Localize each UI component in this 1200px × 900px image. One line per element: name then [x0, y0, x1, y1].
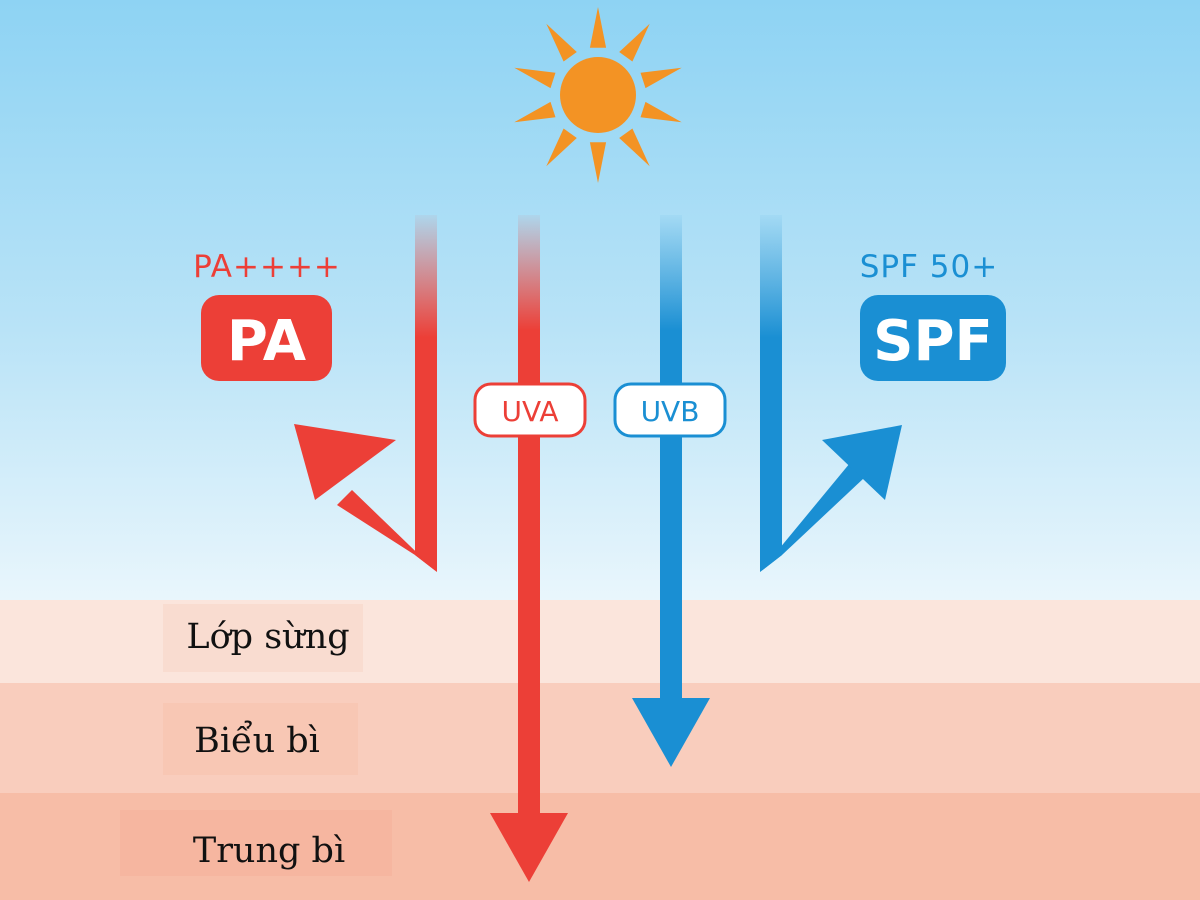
layer-label-corneum-text: Lớp sừng	[186, 617, 349, 657]
layer-label-dermis-text: Trung bì	[193, 831, 345, 871]
uva-penetrating-arrow	[490, 215, 568, 882]
layer-label-dermis: Trung bì	[120, 810, 392, 876]
sun-ray	[619, 23, 650, 62]
uva-label-pill: UVA	[473, 382, 587, 438]
layer-label-corneum: Lớp sừng	[163, 604, 363, 672]
layer-label-epidermis-text: Biểu bì	[194, 719, 320, 761]
uvb-penetrating-arrow	[632, 215, 710, 767]
uvb-label: UVB	[641, 395, 700, 428]
layer-label-epidermis: Biểu bì	[163, 703, 358, 775]
pa-badge: PA	[201, 295, 332, 381]
pa-badge-text: PA	[227, 309, 307, 374]
uvb-reflected-arrow	[760, 215, 902, 572]
spf-badge-text: SPF	[873, 309, 993, 374]
uva-label: UVA	[501, 395, 558, 428]
sun-ray	[619, 128, 650, 167]
sun-ray	[546, 23, 577, 62]
sun-ray	[514, 67, 556, 89]
sun-ray	[589, 142, 607, 183]
spf-rating-text: SPF 50+	[860, 249, 998, 285]
pa-rating-text: PA++++	[193, 249, 341, 285]
sun-ray	[514, 101, 556, 123]
sun-ray	[640, 67, 682, 89]
sun-icon	[514, 7, 682, 183]
uva-reflected-arrow	[294, 215, 437, 572]
spf-badge: SPF	[860, 295, 1006, 381]
sun-ray	[589, 7, 607, 48]
sun-ray	[546, 128, 577, 167]
uvb-label-pill: UVB	[613, 382, 727, 438]
sun-ray	[640, 101, 682, 123]
